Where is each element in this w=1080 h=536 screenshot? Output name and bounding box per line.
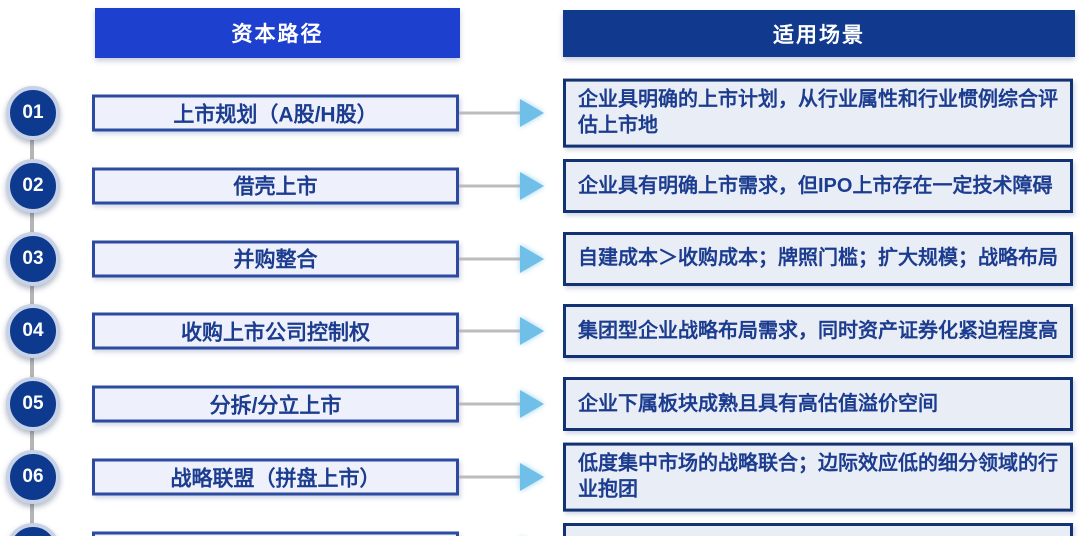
capital-path-label: 分拆/分立上市 (209, 394, 342, 418)
arrow-right-icon (520, 463, 544, 491)
arrow-right-icon (520, 244, 544, 273)
diagram-row: 03 并购整合 自建成本＞收购成本；牌照门槛；扩大规模；战略布局 (0, 222, 1080, 295)
step-number-label: 03 (22, 247, 44, 269)
diagram-row: 05 分拆/分立上市 企业下属板块成熟且具有高估值溢价空间 (0, 368, 1080, 441)
step-number-label: 01 (22, 102, 44, 123)
arrow-right-icon (520, 390, 544, 419)
arrow-right-icon (520, 317, 544, 346)
scenario-text: 企业下属板块成熟且具有高估值溢价空间 (578, 392, 938, 415)
step-number-label: 02 (22, 174, 44, 196)
diagram-row (0, 513, 1080, 536)
capital-path-label: 战略联盟（拼盘上市） (170, 467, 381, 490)
arrow-right-icon (520, 99, 544, 127)
step-number-badge: 04 (6, 304, 60, 359)
left-column-header: 资本路径 (95, 8, 460, 58)
capital-path-box: 上市规划（A股/H股） (92, 94, 459, 132)
diagram-row: 04 收购上市公司控制权 集团型企业战略布局需求，同时资产证券化紧迫程度高 (0, 295, 1080, 368)
diagram-row: 02 借壳上市 企业具有明确上市需求，但IPO上市存在一定技术障碍 (0, 149, 1080, 222)
arrow-line (459, 329, 522, 333)
arrow-line (459, 184, 522, 188)
scenario-text: 集团型企业战略布局需求，同时资产证券化紧迫程度高 (578, 320, 1058, 343)
arrow-right-icon (520, 171, 544, 200)
scenario-text: 企业具有明确上市需求，但IPO上市存在一定技术障碍 (578, 174, 1053, 197)
capital-path-label: 借壳上市 (233, 175, 318, 199)
right-column-header: 适用场景 (563, 10, 1075, 57)
capital-path-label: 收购上市公司控制权 (181, 321, 370, 345)
scenario-box: 低度集中市场的战略联合；边际效应低的细分领域的行业抱团 (563, 442, 1073, 512)
scenario-box: 自建成本＞收购成本；牌照门槛；扩大规模；战略布局 (563, 231, 1073, 286)
step-number-badge: 01 (6, 86, 60, 140)
scenario-text: 企业具明确的上市计划，从行业属性和行业惯例综合评估上市地 (578, 88, 1058, 137)
step-number-badge: 06 (6, 450, 60, 504)
capital-path-label: 上市规划（A股/H股） (173, 103, 378, 126)
capital-path-box (92, 531, 459, 536)
capital-path-box: 并购整合 (92, 240, 459, 278)
step-number-badge: 05 (6, 377, 60, 432)
capital-path-box: 借壳上市 (92, 167, 459, 205)
arrow-line (459, 475, 522, 479)
capital-path-label: 并购整合 (233, 248, 318, 272)
scenario-box: 企业具有明确上市需求，但IPO上市存在一定技术障碍 (563, 158, 1073, 213)
diagram-row: 06 战略联盟（拼盘上市） 低度集中市场的战略联合；边际效应低的细分领域的行业抱… (0, 441, 1080, 514)
scenario-text: 低度集中市场的战略联合；边际效应低的细分领域的行业抱团 (578, 452, 1058, 501)
diagram-row: 01 上市规划（A股/H股） 企业具明确的上市计划，从行业属性和行业惯例综合评估… (0, 77, 1080, 150)
step-number-badge: 02 (6, 158, 60, 213)
scenario-box: 集团型企业战略布局需求，同时资产证券化紧迫程度高 (563, 304, 1073, 359)
scenario-text: 自建成本＞收购成本；牌照门槛；扩大规模；战略布局 (578, 247, 1058, 270)
step-number-label: 06 (22, 466, 44, 487)
arrow-line (459, 257, 522, 261)
step-number-badge (6, 522, 60, 536)
scenario-box (563, 522, 1073, 536)
capital-path-box: 分拆/分立上市 (92, 385, 459, 423)
capital-path-box: 收购上市公司控制权 (92, 312, 459, 350)
step-number-badge: 03 (6, 231, 60, 286)
scenario-box: 企业具明确的上市计划，从行业属性和行业惯例综合评估上市地 (563, 78, 1073, 148)
step-number-label: 04 (22, 320, 44, 342)
arrow-line (459, 402, 522, 406)
capital-path-box: 战略联盟（拼盘上市） (92, 458, 459, 496)
step-number-label: 05 (22, 393, 44, 415)
scenario-box: 企业下属板块成熟且具有高估值溢价空间 (563, 377, 1073, 432)
arrow-line (459, 111, 522, 115)
